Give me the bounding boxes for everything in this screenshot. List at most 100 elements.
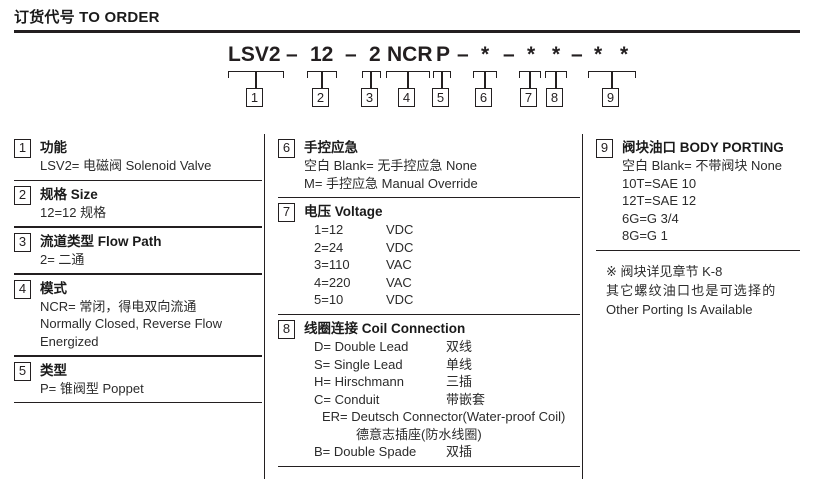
section-number: 2	[14, 185, 31, 205]
section-option: 6G=G 3/4	[622, 210, 679, 226]
model-code-token: *	[527, 43, 536, 66]
callout-number-box: 1	[246, 88, 263, 107]
coil-code: H= Hirschmann	[314, 374, 404, 390]
section-title: 手控应急	[304, 140, 358, 155]
model-code-token: –	[457, 43, 469, 66]
model-code-token: 12	[310, 43, 334, 66]
section-option: NCR= 常闭，得电双向流通	[40, 298, 197, 314]
section-divider	[278, 197, 580, 199]
section-title: 阀块油口 BODY PORTING	[622, 140, 784, 155]
voltage-code: 3=110	[314, 257, 350, 273]
model-code-token: *	[594, 43, 603, 66]
callout-number-box: 5	[432, 88, 449, 107]
page-title: 订货代号 TO ORDER	[14, 9, 160, 26]
section-number: 7	[278, 203, 295, 223]
coil-option-last: B= Double Spade 双插	[304, 443, 580, 461]
section-title: 规格 Size	[40, 186, 98, 202]
coil-code: C= Conduit	[314, 391, 380, 407]
section-4-mode: 4 模式 NCR= 常闭，得电双向流通 Normally Closed, Rev…	[14, 275, 262, 357]
section-divider	[14, 402, 262, 404]
coil-code: D= Double Lead	[314, 339, 409, 355]
voltage-code: 1=12	[314, 222, 344, 238]
section-number: 8	[278, 320, 295, 340]
callout-stem	[611, 71, 613, 88]
section-number: 3	[14, 232, 31, 252]
coil-option-er: ER= Deutsch Connector(Water-proof Coil)	[322, 409, 566, 425]
callout-stem	[370, 71, 372, 88]
section-title: 模式	[40, 280, 67, 296]
section-divider	[278, 465, 580, 468]
model-code-token: –	[345, 43, 357, 66]
section-divider	[14, 179, 262, 181]
model-code-token: P	[436, 43, 451, 66]
model-code-token: 2	[369, 43, 381, 66]
voltage-unit: VDC	[386, 292, 414, 308]
section-option: LSV2= 电磁阀 Solenoid Valve	[40, 158, 212, 173]
coil-option: H= Hirschmann 三插	[304, 373, 580, 391]
section-number: 4	[14, 279, 31, 299]
voltage-unit: VAC	[386, 274, 412, 290]
section-number: 9	[596, 139, 613, 158]
coil-code: B= Double Spade	[314, 444, 417, 460]
porting-footnote: ※ 阀块详见章节 K-8 其它螺纹油口也是可选择的 Other Porting …	[596, 251, 800, 319]
section-option: 空白 Blank= 无手控应急 None	[304, 158, 478, 173]
callout-stem	[407, 71, 409, 88]
column-separator-1	[264, 134, 266, 479]
section-1-function: 1 功能 LSV2= 电磁阀 Solenoid Valve	[14, 134, 262, 181]
model-code-token: –	[503, 43, 515, 66]
model-code-token: *	[620, 43, 629, 66]
section-number: 6	[278, 139, 295, 158]
callout-number-box: 3	[361, 88, 378, 107]
column-middle: 6 手控应急 空白 Blank= 无手控应急 None M= 手控应急 Manu…	[278, 134, 580, 468]
section-option: Energized	[40, 333, 99, 349]
column-right: 9 阀块油口 BODY PORTING 空白 Blank= 不带阀块 None …	[596, 134, 800, 319]
coil-label-cn: 三插	[446, 374, 473, 390]
model-code-token: –	[286, 43, 298, 66]
footnote-line: 其它螺纹油口也是可选择的	[606, 282, 777, 298]
callout-stem	[255, 71, 257, 88]
coil-option: D= Double Lead 双线	[304, 338, 580, 356]
model-code-token: *	[552, 43, 561, 66]
callout-stem	[484, 71, 486, 88]
section-title: 流道类型 Flow Path	[40, 233, 162, 249]
voltage-unit: VDC	[386, 239, 414, 255]
callout-stem	[321, 71, 323, 88]
header-divider	[14, 30, 800, 33]
section-option: 空白 Blank= 不带阀块 None	[622, 158, 783, 173]
page-header: 订货代号 TO ORDER	[14, 8, 800, 33]
model-code-token: *	[481, 43, 490, 66]
voltage-option: 4=220 VAC	[304, 274, 580, 292]
section-option: P= 锥阀型 Poppet	[40, 380, 144, 396]
model-code-token: NCR	[387, 43, 433, 66]
voltage-unit: VAC	[386, 257, 412, 273]
section-9-body-porting: 9 阀块油口 BODY PORTING 空白 Blank= 不带阀块 None …	[596, 134, 800, 319]
section-number: 5	[14, 361, 31, 381]
coil-label-cn: 双线	[446, 339, 473, 355]
section-divider	[278, 313, 580, 316]
section-option: 10T=SAE 10	[622, 175, 697, 191]
callout-number-box: 4	[398, 88, 415, 107]
section-divider	[14, 355, 262, 357]
voltage-option: 1=12 VDC	[304, 221, 580, 239]
callout-number-box: 9	[602, 88, 619, 107]
coil-option-er-cn: 德意志插座(防水线圈)	[356, 426, 482, 442]
coil-label-cn: 双插	[446, 444, 473, 460]
section-option: 8G=G 1	[622, 228, 668, 243]
section-number: 1	[14, 139, 31, 158]
section-divider	[14, 273, 262, 275]
section-title: 功能	[40, 140, 67, 155]
model-code-token: LSV2	[228, 43, 281, 66]
section-3-flow-path: 3 流道类型 Flow Path 2= 二通	[14, 228, 262, 275]
section-title: 电压 Voltage	[304, 204, 383, 220]
footnote-line: ※ 阀块详见章节 K-8	[606, 263, 723, 279]
voltage-code: 4=220	[314, 274, 351, 290]
section-option: Normally Closed, Reverse Flow	[40, 316, 223, 332]
voltage-unit: VDC	[386, 222, 414, 238]
